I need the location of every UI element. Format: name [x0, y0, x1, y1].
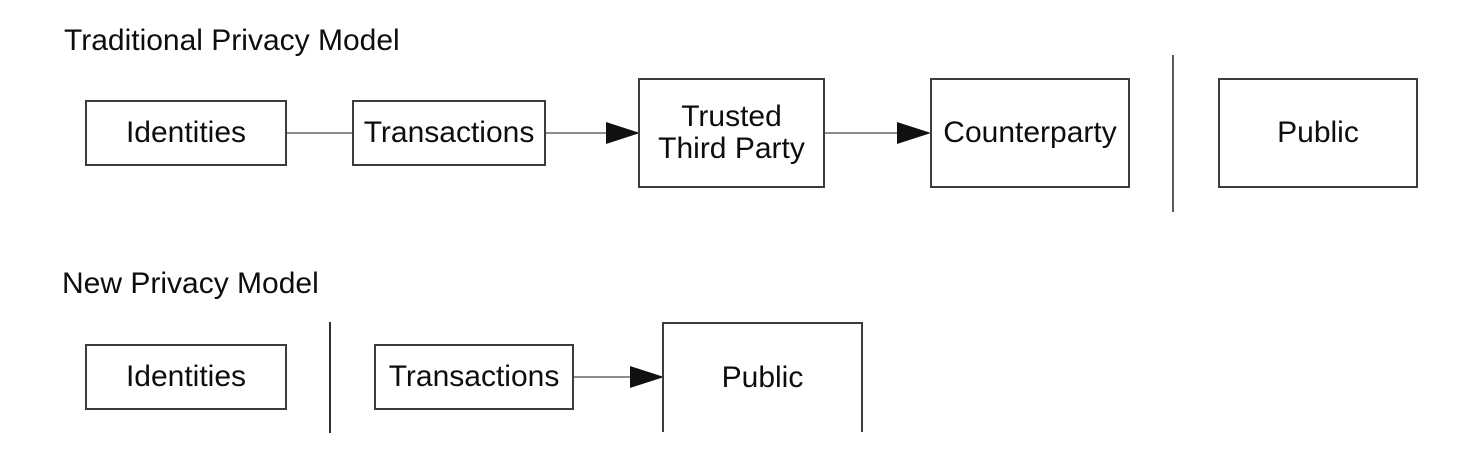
divider-traditional: [1172, 55, 1174, 212]
right-arrowhead-icon: [630, 366, 664, 388]
box-trusted-third-party: Trusted Third Party: [638, 78, 825, 188]
connector-identities-transactions: [287, 132, 352, 134]
right-arrowhead-icon: [606, 122, 640, 144]
connector-transactions-public: [574, 376, 634, 378]
box-identities-new-label: Identities: [125, 360, 247, 393]
box-identities-traditional: Identities: [85, 100, 287, 166]
box-trusted-third-party-label: Trusted Third Party: [658, 100, 805, 165]
right-arrowhead-icon: [897, 122, 931, 144]
box-transactions-traditional: Transactions: [352, 100, 546, 166]
divider-new: [329, 322, 331, 433]
connector-ttp-counterparty: [825, 132, 899, 134]
box-transactions-new: Transactions: [374, 344, 574, 410]
box-counterparty: Counterparty: [930, 78, 1130, 188]
box-public-new: Public: [662, 322, 863, 432]
box-transactions-traditional-label: Transactions: [363, 116, 535, 149]
box-identities-traditional-label: Identities: [125, 116, 247, 149]
new-model-title: New Privacy Model: [62, 267, 319, 300]
box-transactions-new-label: Transactions: [388, 360, 560, 393]
box-identities-new: Identities: [85, 344, 287, 410]
box-counterparty-label: Counterparty: [943, 116, 1117, 149]
box-public-traditional-label: Public: [1277, 116, 1359, 149]
box-public-new-label: Public: [721, 361, 804, 394]
box-public-traditional: Public: [1218, 78, 1418, 188]
traditional-model-title: Traditional Privacy Model: [64, 24, 400, 57]
connector-transactions-ttp: [546, 132, 610, 134]
